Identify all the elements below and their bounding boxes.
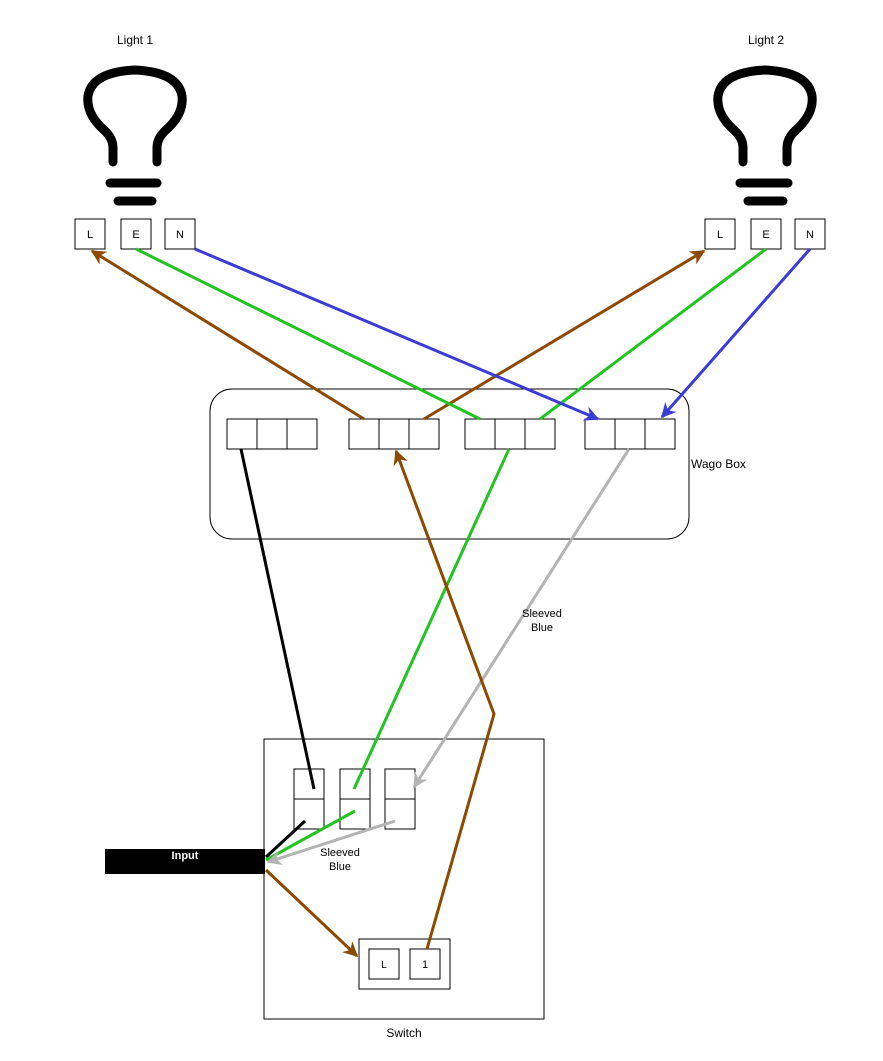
bulb-icon	[83, 65, 187, 206]
light-1-terminal-n	[164, 218, 196, 250]
grey-wire-wago-to-switch	[412, 448, 631, 789]
grey-wire-input	[266, 819, 396, 865]
light-2: Light 2 L E N	[704, 33, 826, 250]
blue-wire-from-light-2	[660, 248, 812, 419]
light-1-terminal-l	[74, 218, 106, 250]
input-cable-body	[105, 849, 265, 874]
switch-top-terminal-1	[293, 768, 325, 830]
sleeved-blue-annotation-lower-line2: Blue	[329, 861, 351, 873]
green-wire-wago-to-switch	[352, 448, 511, 790]
light-1-terminal-e	[120, 218, 152, 250]
green-wire-from-light-2	[539, 247, 767, 421]
input-label: Input	[172, 850, 199, 862]
light-1: Light 1 L E N	[74, 33, 196, 250]
light-2-label: Light 2	[748, 33, 784, 47]
switch-top-terminal-3	[384, 768, 416, 830]
light-1-label: Light 1	[117, 33, 153, 47]
light-2-terminal-n-label: N	[806, 229, 814, 241]
light-2-terminal-l-label: L	[717, 229, 723, 241]
black-wire-wago-to-switch	[239, 448, 316, 790]
switch-terminal-l	[368, 948, 400, 980]
bulb-icon	[713, 65, 817, 206]
wago-connector-2	[348, 418, 440, 450]
switch-label: Switch	[386, 1026, 421, 1040]
green-wire-from-light-1	[135, 247, 481, 421]
sleeved-blue-annotation-lower: Sleeved	[320, 847, 360, 859]
brown-wire-switch-to-wago	[393, 449, 496, 950]
switch-terminal-l-label: L	[381, 960, 387, 971]
brown-wire-to-light-1	[90, 249, 365, 421]
light-2-terminal-l	[704, 218, 736, 250]
wago-connector-1	[226, 418, 318, 450]
sleeved-blue-annotation-upper-line2: Blue	[531, 622, 553, 634]
brown-wire-input-to-switch-l	[264, 868, 359, 958]
sleeved-blue-annotation-upper: Sleeved	[522, 608, 562, 620]
wago-box-outline	[209, 388, 690, 540]
wago-box: Wago Box	[209, 388, 746, 540]
wago-box-label: Wago Box	[691, 457, 746, 471]
light-2-terminal-e	[750, 218, 782, 250]
brown-wire-to-light-2	[423, 249, 706, 421]
input-cable: Input	[105, 849, 265, 874]
wago-connector-3	[464, 418, 556, 450]
switch-top-terminal-2	[339, 768, 371, 830]
light-1-terminal-l-label: L	[87, 229, 93, 241]
switch-terminal-1-label: 1	[422, 959, 428, 971]
switch-terminal-1	[409, 948, 441, 980]
light-1-terminal-n-label: N	[176, 229, 184, 241]
light-2-terminal-e-label: E	[762, 229, 769, 241]
wago-connector-4	[584, 418, 676, 450]
switch: Switch L 1	[263, 738, 545, 1040]
light-2-terminal-n	[794, 218, 826, 250]
blue-wire-from-light-1	[194, 247, 600, 421]
light-1-terminal-e-label: E	[132, 229, 139, 241]
